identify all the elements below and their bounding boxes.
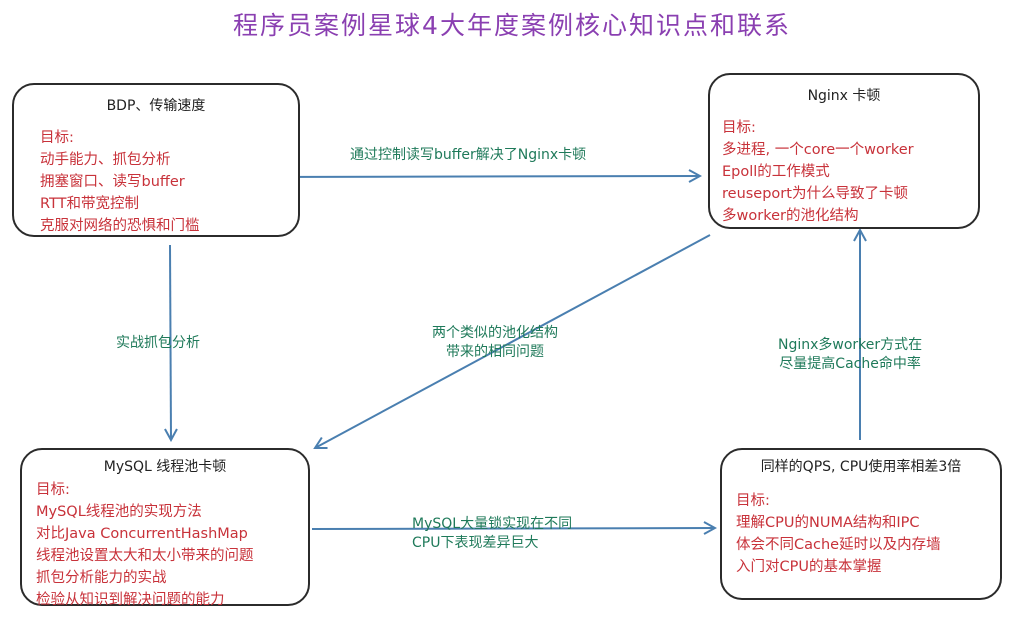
box-mysql-line: 目标:: [36, 482, 70, 498]
edge-label-nginx-mysql: 两个类似的池化结构 带来的相同问题: [432, 324, 558, 362]
box-nginx: Nginx 卡顿 目标: 多进程, 一个core一个worker Epoll的工…: [708, 73, 980, 229]
edge-label-line: 通过控制读写buffer解决了Nginx卡顿: [350, 147, 587, 163]
edge-label-bdp-nginx: 通过控制读写buffer解决了Nginx卡顿: [350, 146, 586, 165]
box-mysql-line: 检验从知识到解决问题的能力: [36, 592, 225, 608]
box-mysql-body: 目标: MySQL线程池的实现方法 对比Java ConcurrentHashM…: [36, 479, 308, 611]
edge-label-mysql-cpu: MySQL大量锁实现在不同 CPU下表现差异巨大: [412, 515, 572, 553]
box-mysql-line: 对比Java ConcurrentHashMap: [36, 526, 248, 542]
box-cpu-heading: 同样的QPS, CPU使用率相差3倍: [760, 459, 962, 475]
edge-label-line: Nginx多worker方式在: [778, 337, 923, 353]
box-bdp-heading: BDP、传输速度: [106, 98, 206, 114]
box-bdp-line: RTT和带宽控制: [40, 196, 139, 212]
diagram-title: 程序员案例星球4大年度案例核心知识点和联系: [233, 11, 791, 40]
box-mysql-line: 抓包分析能力的实战: [36, 570, 167, 586]
box-mysql-heading: MySQL 线程池卡顿: [103, 459, 227, 475]
box-cpu-body: 目标: 理解CPU的NUMA结构和IPC 体会不同Cache延时以及内存墙 入门…: [736, 490, 1000, 578]
box-mysql-line: MySQL线程池的实现方法: [36, 504, 202, 520]
box-cpu-line: 入门对CPU的基本掌握: [736, 559, 882, 575]
arrow-nginx-to-mysql: [315, 234, 711, 448]
box-nginx-line: 多worker的池化结构: [722, 208, 859, 224]
box-nginx-body: 目标: 多进程, 一个core一个worker Epoll的工作模式 reuse…: [722, 117, 978, 227]
box-nginx-line: Epoll的工作模式: [722, 164, 830, 180]
box-bdp: BDP、传输速度 目标: 动手能力、抓包分析 拥塞窗口、读写buffer RTT…: [12, 83, 300, 237]
arrow-mysql-to-cpu: [311, 528, 715, 529]
box-cpu: 同样的QPS, CPU使用率相差3倍 目标: 理解CPU的NUMA结构和IPC …: [720, 448, 1002, 600]
box-bdp-line: 拥塞窗口、读写buffer: [40, 174, 185, 190]
box-nginx-line: reuseport为什么导致了卡顿: [722, 186, 908, 202]
arrow-bdp-to-nginx: [255, 176, 700, 177]
box-nginx-line: 多进程, 一个core一个worker: [722, 142, 914, 158]
box-bdp-line: 克服对网络的恐惧和门槛: [40, 218, 200, 234]
edge-label-line: 两个类似的池化结构: [432, 325, 558, 341]
edge-label-line: CPU下表现差异巨大: [412, 535, 539, 551]
box-bdp-line: 目标:: [40, 130, 74, 146]
edge-label-line: MySQL大量锁实现在不同: [412, 516, 573, 532]
box-nginx-heading: Nginx 卡顿: [807, 88, 881, 104]
edge-label-bdp-mysql: 实战抓包分析: [116, 334, 200, 353]
box-cpu-line: 体会不同Cache延时以及内存墙: [736, 537, 941, 553]
box-bdp-line: 动手能力、抓包分析: [40, 152, 171, 168]
box-bdp-body: 目标: 动手能力、抓包分析 拥塞窗口、读写buffer RTT和带宽控制 克服对…: [40, 127, 298, 237]
box-mysql-line: 线程池设置太大和太小带来的问题: [36, 548, 254, 564]
arrow-bdp-to-mysql: [170, 244, 171, 440]
edge-label-line: 带来的相同问题: [446, 344, 544, 360]
edge-label-cpu-nginx: Nginx多worker方式在 尽量提高Cache命中率: [778, 336, 922, 374]
box-mysql: MySQL 线程池卡顿 目标: MySQL线程池的实现方法 对比Java Con…: [20, 448, 310, 608]
edge-label-line: 实战抓包分析: [116, 335, 200, 351]
box-nginx-line: 目标:: [722, 120, 756, 136]
box-cpu-line: 理解CPU的NUMA结构和IPC: [736, 515, 920, 531]
edge-label-line: 尽量提高Cache命中率: [779, 356, 921, 372]
box-cpu-line: 目标:: [736, 493, 770, 509]
